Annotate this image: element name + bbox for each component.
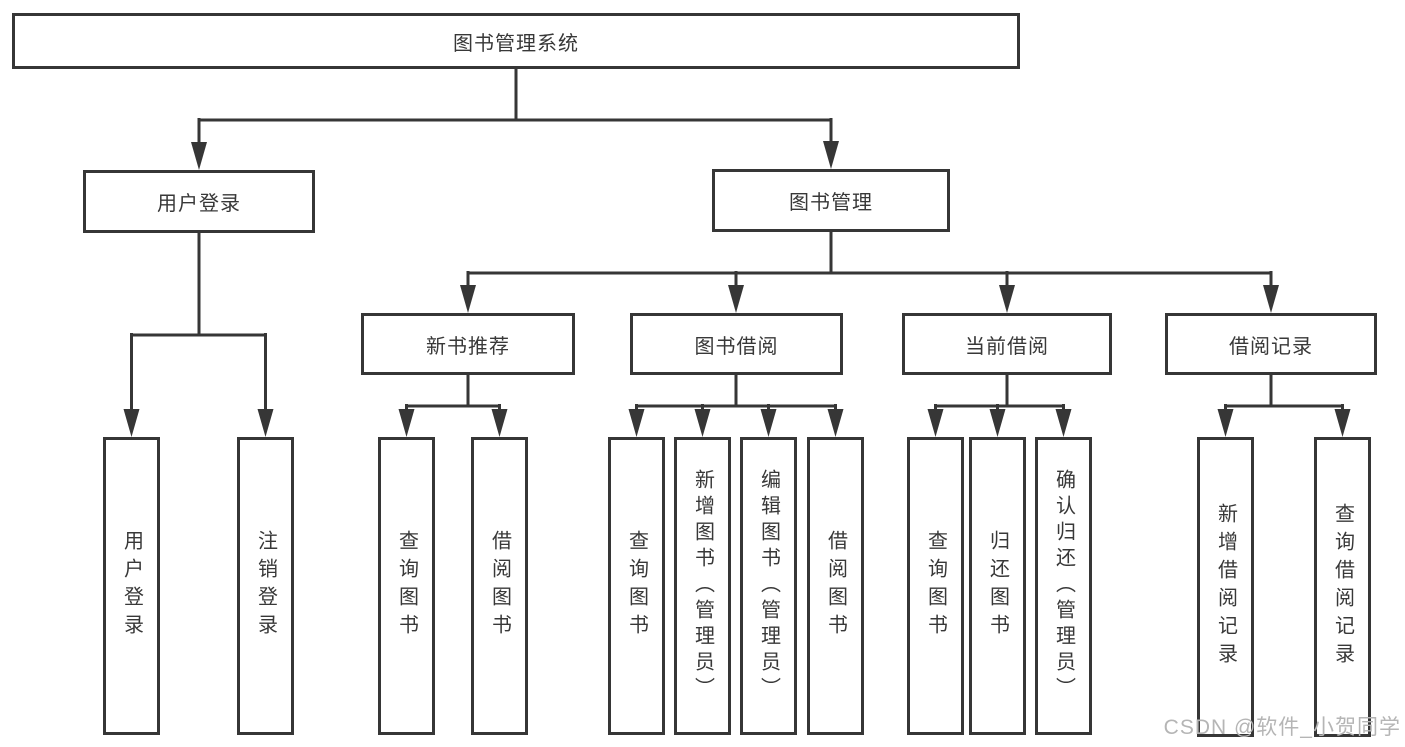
node-user-login-leaf: 用户登录	[103, 437, 160, 735]
node-query-borrow-record: 查询借阅记录	[1314, 437, 1371, 737]
node-query-books-current: 查询图书	[907, 437, 964, 735]
node-return-books: 归还图书	[969, 437, 1026, 735]
node-new-book-recommendation: 新书推荐	[361, 313, 575, 375]
node-logout: 注销登录	[237, 437, 294, 735]
node-query-books-recommend: 查询图书	[378, 437, 435, 735]
node-add-borrow-record: 新增借阅记录	[1197, 437, 1254, 737]
node-edit-books-admin: 编辑图书（管理员）	[740, 437, 797, 735]
node-book-borrowing: 图书借阅	[630, 313, 843, 375]
node-confirm-return-admin: 确认归还（管理员）	[1035, 437, 1092, 735]
node-user-login: 用户登录	[83, 170, 315, 233]
node-query-books-borrowing: 查询图书	[608, 437, 665, 735]
node-borrow-books-leaf: 借阅图书	[807, 437, 864, 735]
node-borrow-books-recommend: 借阅图书	[471, 437, 528, 735]
node-add-books-admin: 新增图书（管理员）	[674, 437, 731, 735]
watermark: CSDN @软件_小贺同学	[1163, 716, 1401, 739]
node-current-borrowing: 当前借阅	[902, 313, 1112, 375]
node-borrowing-records: 借阅记录	[1165, 313, 1377, 375]
node-book-management: 图书管理	[712, 169, 950, 232]
node-library-management-system: 图书管理系统	[12, 13, 1020, 69]
